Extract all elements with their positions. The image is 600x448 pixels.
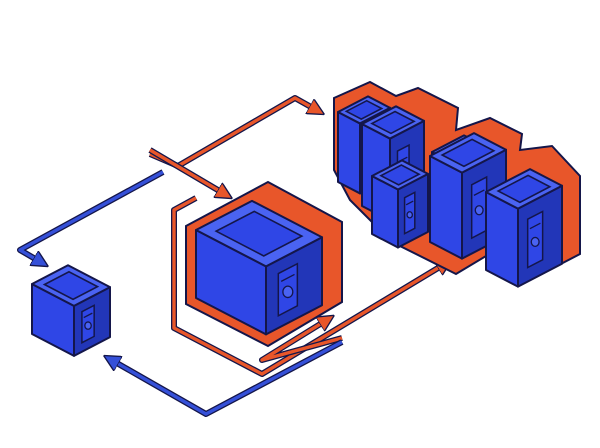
cluster-unit-4-top-rim xyxy=(379,164,421,186)
cluster-unit-1-top-rim xyxy=(344,99,384,121)
cluster-unit-5 xyxy=(429,132,507,260)
medium-server-icon xyxy=(185,180,343,348)
server-cluster-icon xyxy=(333,80,581,288)
cluster-unit-4-dial-icon xyxy=(406,211,414,219)
small-server-cube-dial-icon xyxy=(84,321,92,330)
cluster-unit-5-top-rim xyxy=(440,138,496,168)
cluster-unit-6-top-rim xyxy=(496,174,552,204)
medium-server-cube xyxy=(195,199,323,336)
small-server-cube xyxy=(31,264,111,357)
cluster-unit-2-top-rim xyxy=(370,110,416,135)
cluster-unit-1-front-face xyxy=(337,111,361,195)
cluster-unit-5-front-face xyxy=(429,155,463,260)
cluster-unit-6 xyxy=(485,168,563,288)
small-server-icon xyxy=(31,264,111,357)
cluster-unit-6-dial-icon xyxy=(530,236,540,248)
small-server-cube-top-rim xyxy=(42,270,100,301)
cluster-unit-5-dial-icon xyxy=(474,205,484,216)
flow-lines xyxy=(17,95,448,417)
cluster-unit-4 xyxy=(371,159,429,249)
medium-server-cube-top-rim xyxy=(214,210,304,257)
medium-server-cube-dial-icon xyxy=(282,285,294,299)
flow-top-to-small xyxy=(17,169,165,267)
